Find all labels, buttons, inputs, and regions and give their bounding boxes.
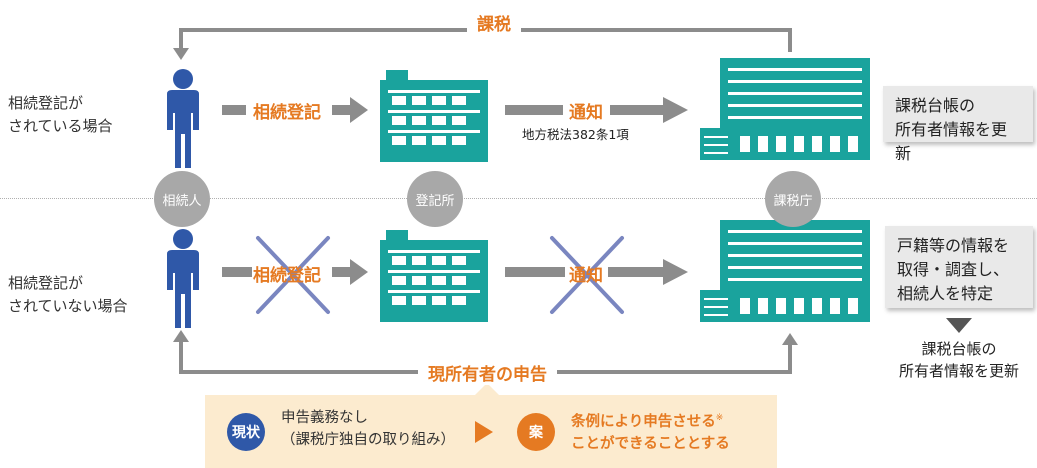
registry-building-icon-2: [380, 230, 488, 322]
registry-building-icon: [380, 70, 488, 162]
row2-notification-label: 通知: [569, 266, 603, 286]
cross-mark-notification: [550, 236, 624, 314]
proposal-line1: 条例により申告させる: [571, 413, 716, 430]
row2-box-line2: 取得・調査し、: [897, 260, 1010, 279]
row2-label-line1: 相続登記が: [8, 274, 84, 292]
row1-registration-label: 相続登記: [253, 103, 321, 123]
heir-person-icon-2: [167, 229, 199, 328]
row2-box-line3: 相続人を特定: [897, 284, 994, 303]
row2-result-text: 課税台帳の 所有者情報を更新: [880, 338, 1037, 382]
proposal-text: 条例により申告させる※ ことができることとする: [571, 407, 730, 455]
row1-box-line2: 所有者情報を更新: [895, 120, 1008, 163]
cross-mark-registration: [256, 236, 330, 314]
play-arrow-icon: [475, 421, 493, 443]
row2-label: 相続登記が されていない場合: [8, 272, 128, 318]
row1-label-line1: 相続登記が: [8, 94, 84, 112]
row1-law-reference: 地方税法382条1項: [522, 127, 629, 142]
current-line2: （課税庁独自の取り組み）: [281, 432, 455, 448]
proposal-box: 現状 申告義務なし （課税庁独自の取り組み） 案 条例により申告させる※ ことが…: [205, 395, 777, 468]
tax-office-building-icon-2: [700, 220, 870, 322]
row2-label-line2: されていない場合: [8, 297, 128, 315]
row1-box-line1: 課税台帳の: [895, 96, 976, 115]
actor-tax-office: 課税庁: [765, 171, 821, 227]
owner-declaration-label: 現所有者の申告: [418, 360, 557, 385]
current-line1: 申告義務なし: [281, 410, 368, 426]
actor-heir: 相続人: [154, 171, 210, 227]
row2-registration-label: 相続登記: [253, 266, 321, 286]
row-divider: [0, 198, 1037, 199]
row2-process-box: 戸籍等の情報を 取得・調査し、 相続人を特定: [885, 226, 1033, 308]
row1-result-box: 課税台帳の 所有者情報を更新: [883, 86, 1033, 163]
tax-label: 課税: [467, 10, 521, 35]
row1-notification-label: 通知: [569, 103, 603, 123]
proposal-badge: 案: [517, 413, 555, 451]
proposal-line2: ことができることとする: [571, 435, 730, 452]
tax-office-building-icon: [700, 58, 870, 160]
row2-box-line1: 戸籍等の情報を: [897, 236, 1010, 255]
row1-label: 相続登記が されている場合: [8, 92, 113, 138]
actor-registry: 登記所: [407, 171, 463, 227]
row2-result-line2: 所有者情報を更新: [898, 362, 1019, 380]
row2-result-line1: 課税台帳の: [921, 340, 997, 358]
current-status-badge: 現状: [227, 413, 265, 451]
current-status-text: 申告義務なし （課税庁独自の取り組み）: [281, 407, 455, 451]
heir-person-icon: [167, 69, 199, 168]
proposal-footnote-mark: ※: [715, 413, 724, 423]
row1-label-line2: されている場合: [8, 117, 113, 135]
